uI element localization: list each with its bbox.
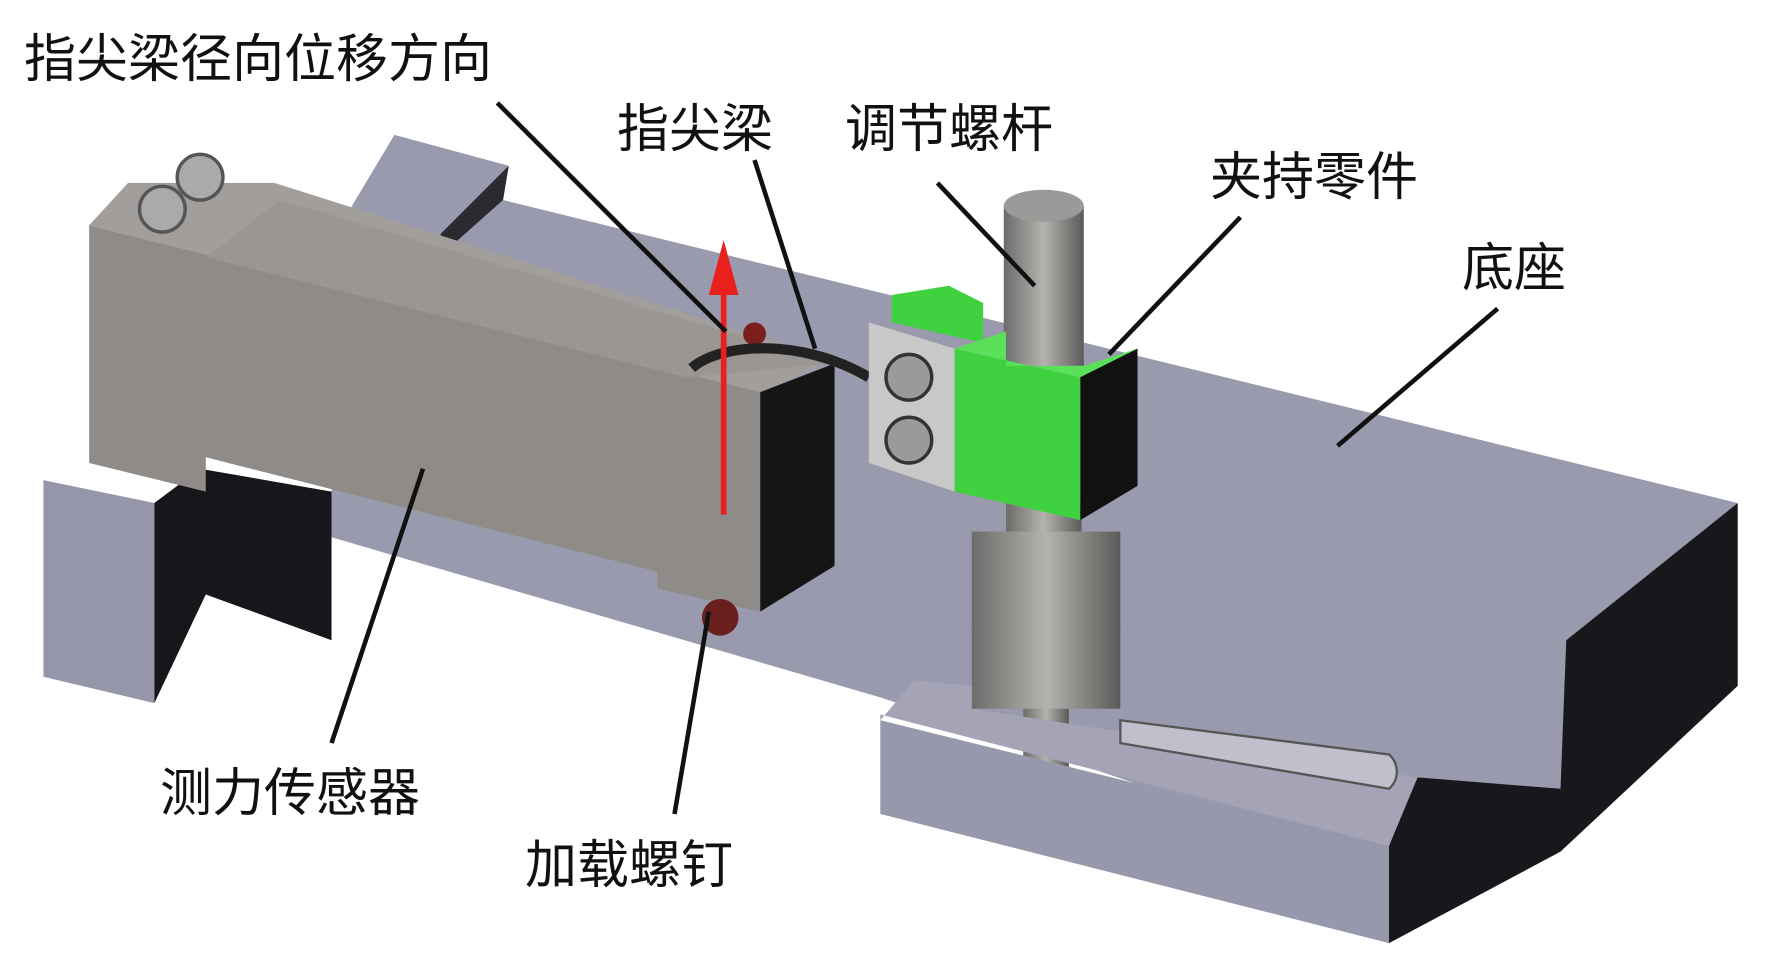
bracket-plate [868, 322, 955, 492]
red-screw [743, 322, 766, 346]
label-clamping-part: 夹持零件 [1210, 148, 1419, 208]
clamping-part [891, 285, 1138, 521]
hex-bolt [137, 184, 187, 234]
slotted-block [880, 680, 1561, 944]
label-fingertip-beam: 指尖梁 [617, 100, 774, 160]
left-support-block [43, 468, 332, 704]
hex-bolt [175, 152, 225, 202]
displacement-arrow [708, 240, 739, 515]
loading-screw [701, 599, 739, 636]
label-force-sensor: 测力传感器 [160, 764, 421, 824]
fingertip-beam [688, 343, 872, 382]
label-adjusting-screw-rod: 调节螺杆 [845, 100, 1054, 160]
leader-lines [329, 101, 1500, 815]
label-loading-screw: 加载螺钉 [525, 836, 734, 896]
force-sensor-body [89, 152, 872, 636]
label-radial-displacement-direction: 指尖梁径向位移方向 [24, 30, 493, 90]
label-base: 底座 [1462, 239, 1567, 299]
